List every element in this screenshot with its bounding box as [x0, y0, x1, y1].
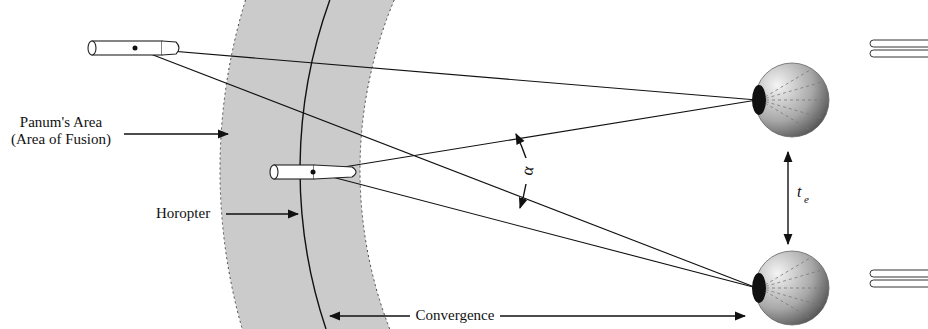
eye	[752, 251, 829, 325]
band-edge	[360, 0, 394, 329]
eye	[752, 63, 829, 137]
distance-subscript: e	[804, 193, 809, 206]
sight-lines	[135, 48, 757, 288]
region-label: Horopter	[156, 205, 210, 222]
band-edge	[220, 0, 245, 329]
retinal-image	[870, 40, 928, 287]
dimension-label: Convergence	[410, 307, 501, 324]
angle-symbol: α	[517, 165, 538, 178]
leader-arrows	[124, 134, 788, 316]
near-object	[270, 165, 356, 179]
far-object	[88, 41, 179, 55]
region-label: Panum's Area (Area of Fusion)	[4, 114, 118, 149]
panum-band	[220, 0, 394, 329]
distance-symbol: t	[797, 183, 801, 201]
